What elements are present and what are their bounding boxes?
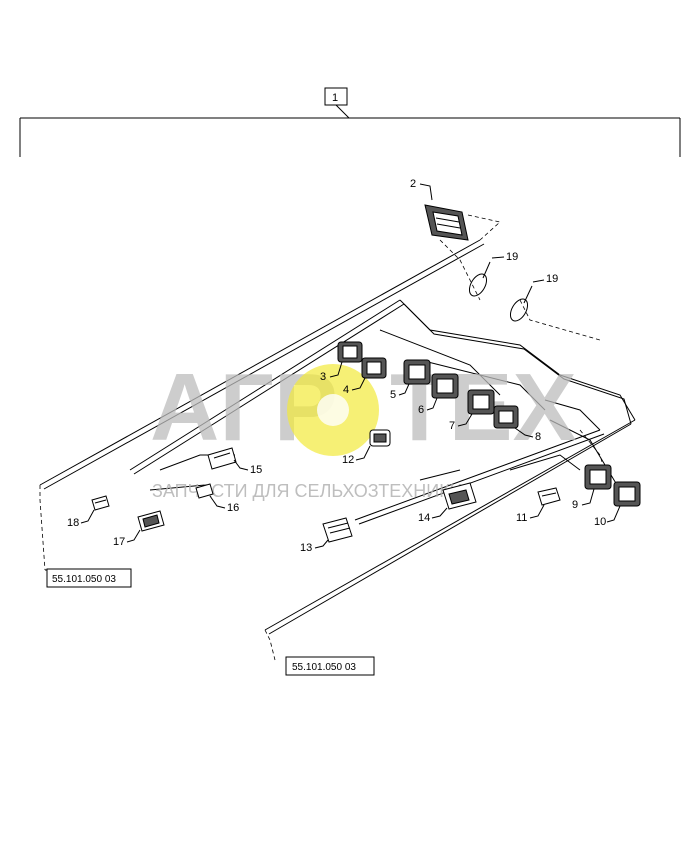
callout-label: 8 [535, 431, 541, 443]
connector-4-icon [361, 357, 387, 379]
callout-16: 16 [209, 495, 239, 514]
connector-6-icon [431, 373, 459, 399]
reference-box-label: 55.101.050 03 [52, 574, 116, 585]
callout-3: 3 [320, 361, 343, 383]
callout-4: 4 [343, 377, 366, 396]
callout-5: 5 [390, 383, 410, 401]
callout-14: 14 [418, 507, 448, 524]
callout-15: 15 [233, 459, 262, 476]
connector-12-icon [369, 429, 391, 447]
callout-label: 2 [410, 178, 416, 190]
callout-9: 9 [572, 488, 595, 511]
callout-11: 11 [516, 504, 545, 524]
reference-box-left: 55.101.050 03 [45, 568, 132, 588]
assembly-item-label: 1 [332, 92, 338, 104]
cable-tie-19a-icon [468, 261, 491, 297]
callout-12: 12 [342, 445, 371, 466]
callout-label: 9 [572, 499, 578, 511]
callout-6: 6 [418, 397, 438, 416]
connector-11-icon [537, 487, 561, 506]
connector-5-icon [403, 359, 431, 385]
callout-label: 19 [506, 251, 518, 263]
callout-label: 19 [546, 273, 558, 285]
callout-label: 10 [594, 516, 606, 528]
connector-7-icon [467, 389, 495, 415]
callout-2: 2 [410, 178, 433, 201]
connector-8-icon [493, 405, 519, 429]
callout-label: 4 [343, 384, 349, 396]
watermark: АГР ТЕХ ЗАПЧАСТИ ДЛЯ СЕЛЬХОЗТЕХНИКИ [150, 354, 577, 501]
callout-19b: 19 [532, 273, 558, 285]
connector-3-icon [337, 341, 363, 363]
connector-18-icon [91, 495, 110, 511]
cable-tie-19b-icon [509, 285, 533, 322]
reference-box-bottom: 55.101.050 03 [285, 656, 375, 676]
connector-17-icon [137, 510, 165, 532]
harness-wires [39, 239, 636, 635]
callout-label: 17 [113, 536, 125, 548]
callout-17: 17 [113, 529, 141, 548]
callout-19a: 19 [491, 251, 518, 263]
connector-10-icon [613, 481, 641, 507]
callout-label: 13 [300, 542, 312, 554]
connector-13-icon [322, 517, 353, 543]
callout-18: 18 [67, 509, 95, 529]
watermark-tagline: ЗАПЧАСТИ ДЛЯ СЕЛЬХОЗТЕХНИКИ [152, 481, 463, 501]
callout-10: 10 [594, 505, 621, 528]
callout-label: 5 [390, 389, 396, 401]
callout-7: 7 [449, 413, 473, 432]
callout-13: 13 [300, 539, 329, 554]
connector-16-icon [195, 483, 214, 499]
callout-label: 16 [227, 502, 239, 514]
callout-label: 6 [418, 404, 424, 416]
reference-box-label: 55.101.050 03 [292, 662, 356, 673]
callout-label: 14 [418, 512, 430, 524]
callout-label: 7 [449, 420, 455, 432]
assembly-bracket: 1 [19, 87, 681, 157]
callout-label: 15 [250, 464, 262, 476]
connector-9-icon [584, 464, 612, 490]
connector-14-icon [442, 482, 477, 510]
callout-label: 12 [342, 454, 354, 466]
callout-8: 8 [514, 427, 541, 443]
callout-label: 3 [320, 371, 326, 383]
connector-2-icon [424, 204, 469, 241]
callout-label: 11 [516, 512, 527, 524]
callout-label: 18 [67, 517, 79, 529]
